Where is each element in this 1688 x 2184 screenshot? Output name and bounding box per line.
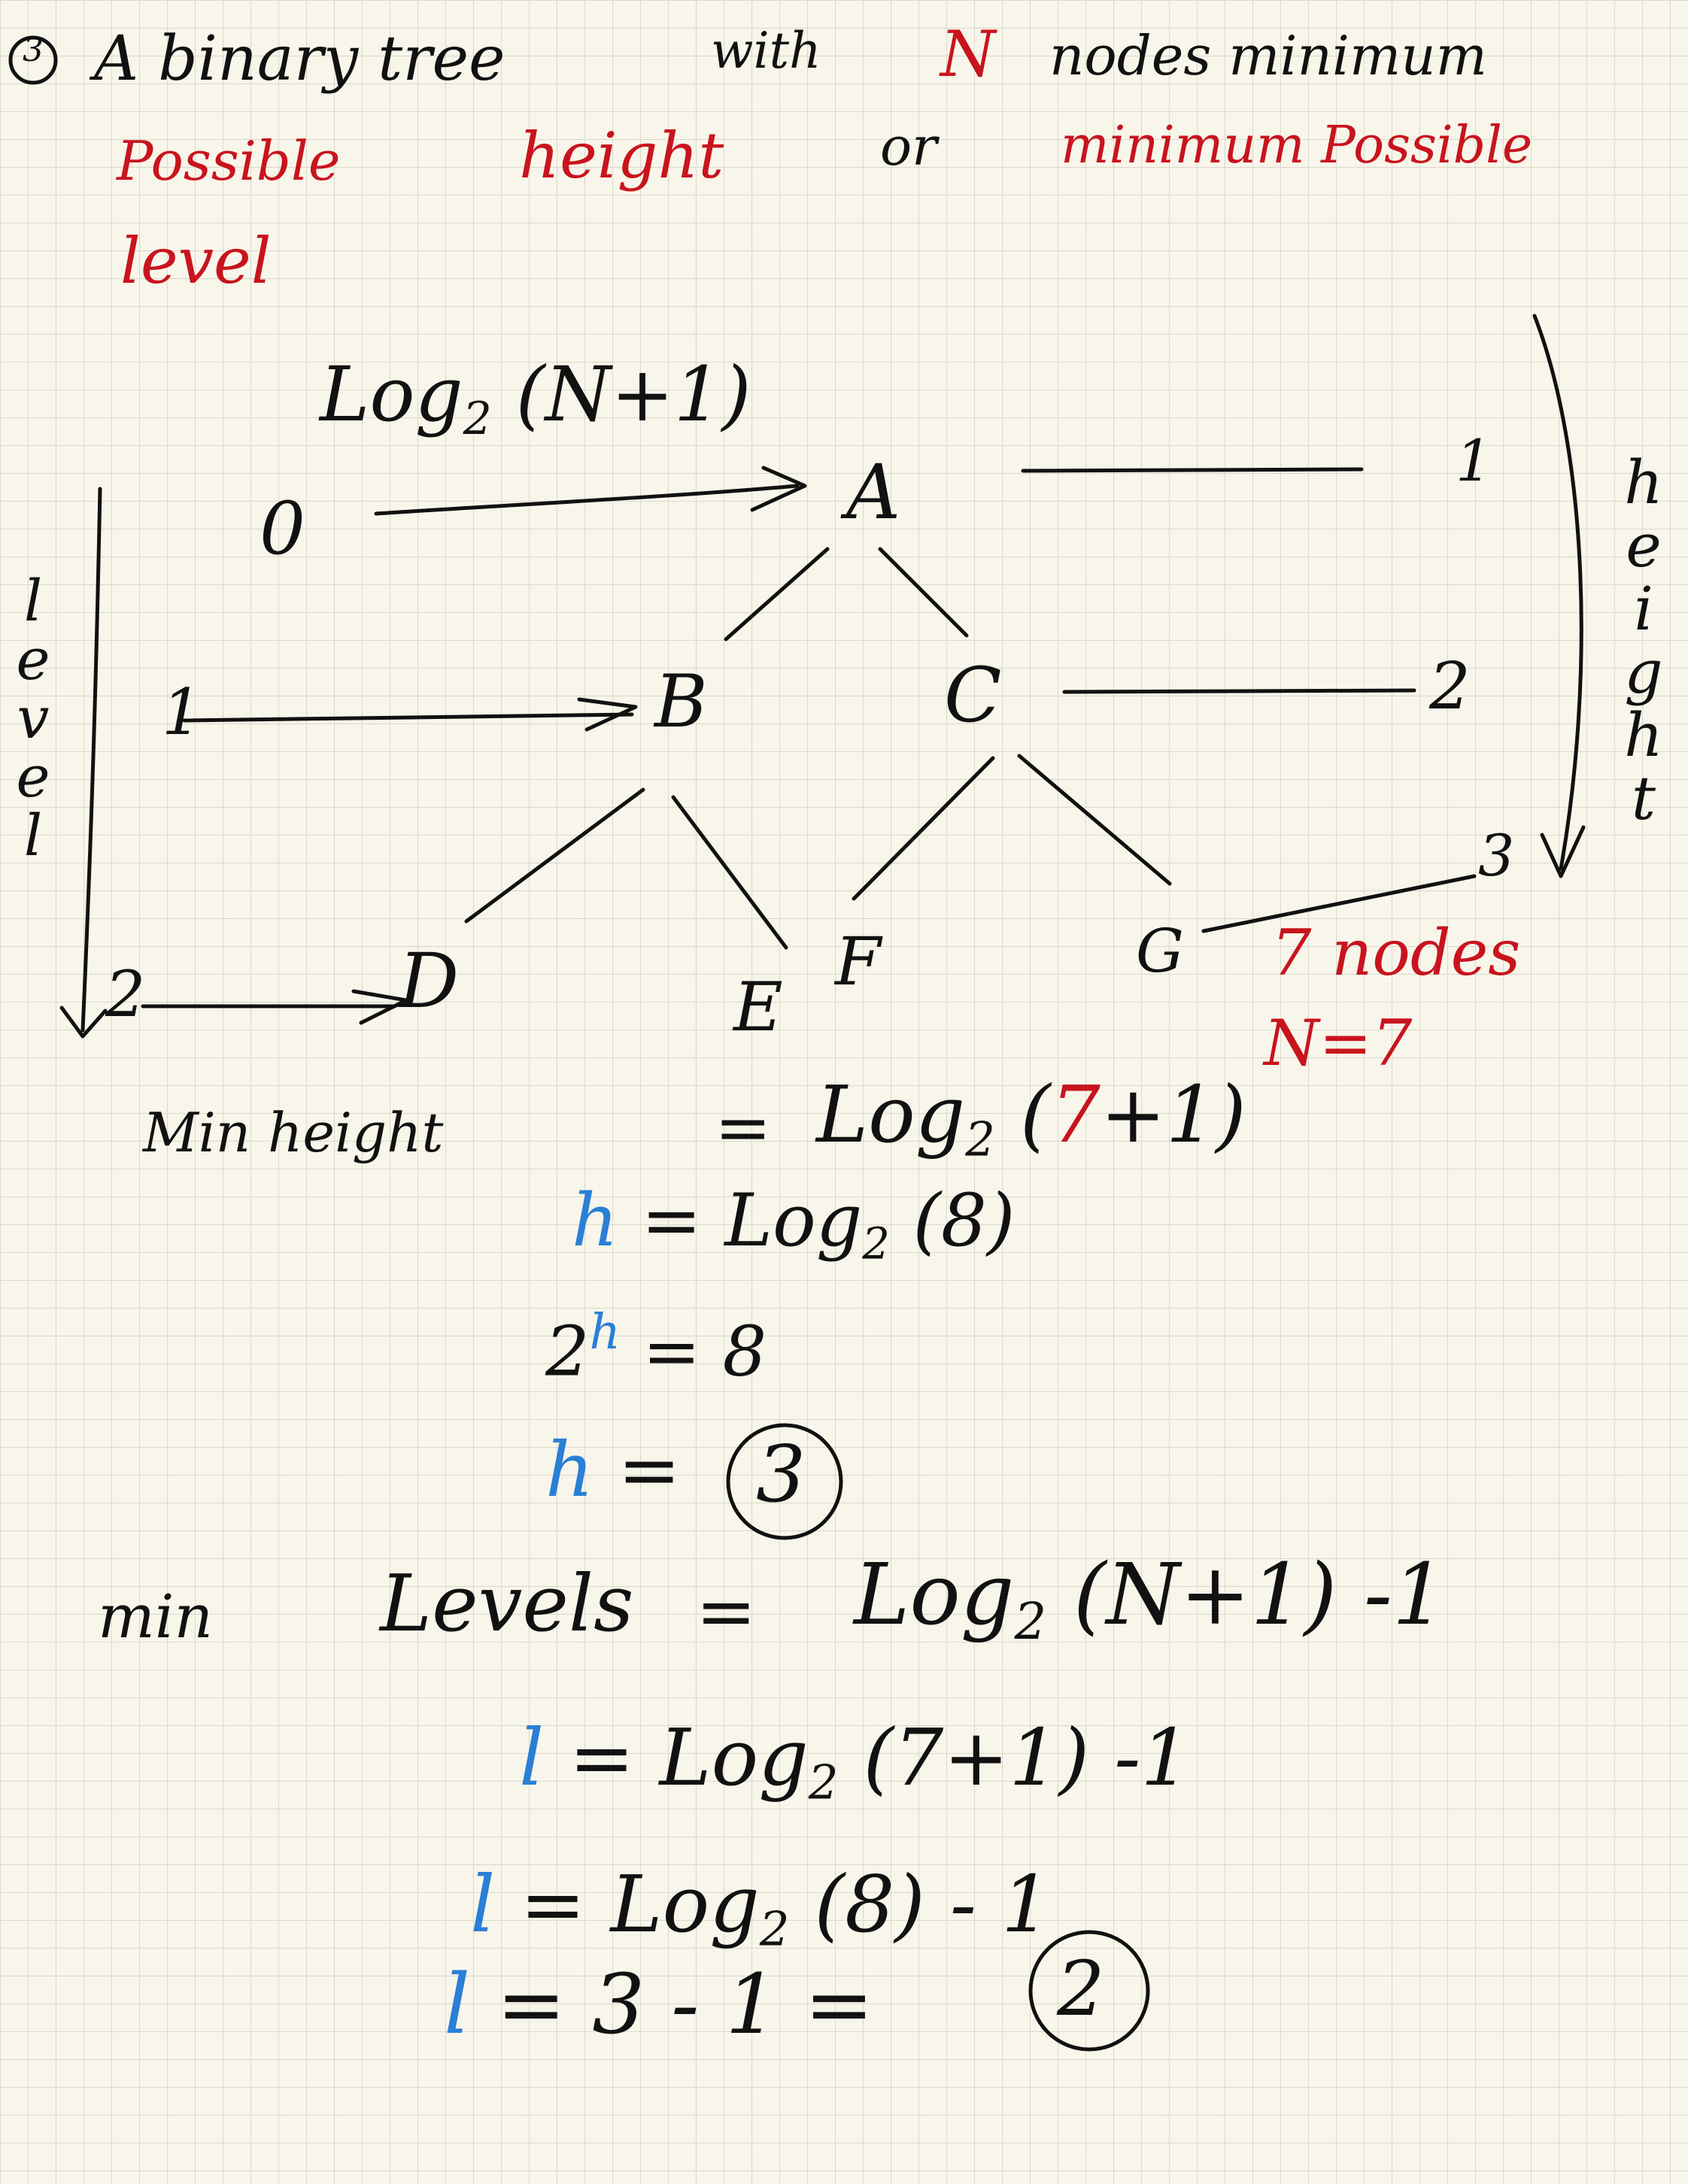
level-label-0: 0 [260,487,306,571]
level-label-1: 1 [162,675,202,749]
height-line-1 [1021,467,1364,473]
tree-node-g: G [1136,916,1184,986]
tree-node-e: E [733,968,783,1047]
height-answer-circle [726,1423,843,1540]
level-axis-label: level [16,567,50,869]
min-levels-formula: Log2 (N+1) -1 [854,1546,1447,1652]
heading-n: N [940,17,996,91]
l-equals-log2-8: l = Log2 (8) - 1 [470,1858,1052,1957]
tree-node-c: C [944,651,1002,739]
arrow-level-0 [374,466,807,516]
heading-minimum-possible: minimum Possible [1061,116,1533,175]
tree-node-b: B [654,660,708,744]
min-levels-equals: = [696,1570,757,1654]
height-axis-label: height [1624,447,1663,833]
min-height-label: Min height [143,1101,444,1164]
heading-part-black: A binary tree [94,23,505,95]
heading-height: height [519,119,724,193]
l-answer-value: 2 [1057,1945,1105,2033]
heading-possible: Possible [117,129,341,193]
node-count-note: 7 nodes [1271,916,1521,990]
min-height-equals: = [715,1088,772,1167]
two-power-h-equals-8: 2h = 8 [545,1304,767,1392]
question-number-circle [8,35,58,85]
n-equals-note: N=7 [1264,1006,1413,1080]
heading-or: or [880,116,937,177]
level-axis-arrow [59,487,108,1039]
height-line-2 [1062,688,1416,694]
tree-node-f: F [835,923,882,1000]
arrow-level-2 [141,989,408,1025]
height-label-3: 3 [1478,822,1515,889]
height-label-1: 1 [1456,427,1492,494]
height-axis-arrow [1532,314,1586,878]
min-levels-label: min [98,1582,213,1652]
heading-level: level [120,224,272,298]
formula-log2-n-plus-1: Log2 (N+1) [320,350,751,445]
height-label-2: 2 [1429,649,1471,724]
min-levels-word: Levels [380,1558,634,1649]
tree-edges [464,547,1172,950]
min-height-formula: Log2 (7+1) [816,1069,1246,1167]
l-equals-log2-7-plus-1: l = Log2 (7+1) -1 [519,1712,1191,1810]
tree-node-a: A [846,448,901,536]
question-number: 3 [23,31,44,69]
arrow-level-1 [182,697,638,732]
h-answer-value: 3 [756,1428,806,1520]
h-equals-log2-8: h = Log2 (8) [572,1178,1016,1269]
heading-nodes: nodes minimum [1049,24,1487,87]
level-label-2: 2 [105,957,146,1031]
heading-with: with [711,22,821,80]
level-answer-circle [1028,1930,1150,2052]
h-answer: h = [545,1426,681,1514]
l-answer: l = 3 - 1 = [444,1956,874,2052]
height-line-3 [1201,874,1477,933]
tree-node-d: D [399,937,460,1025]
